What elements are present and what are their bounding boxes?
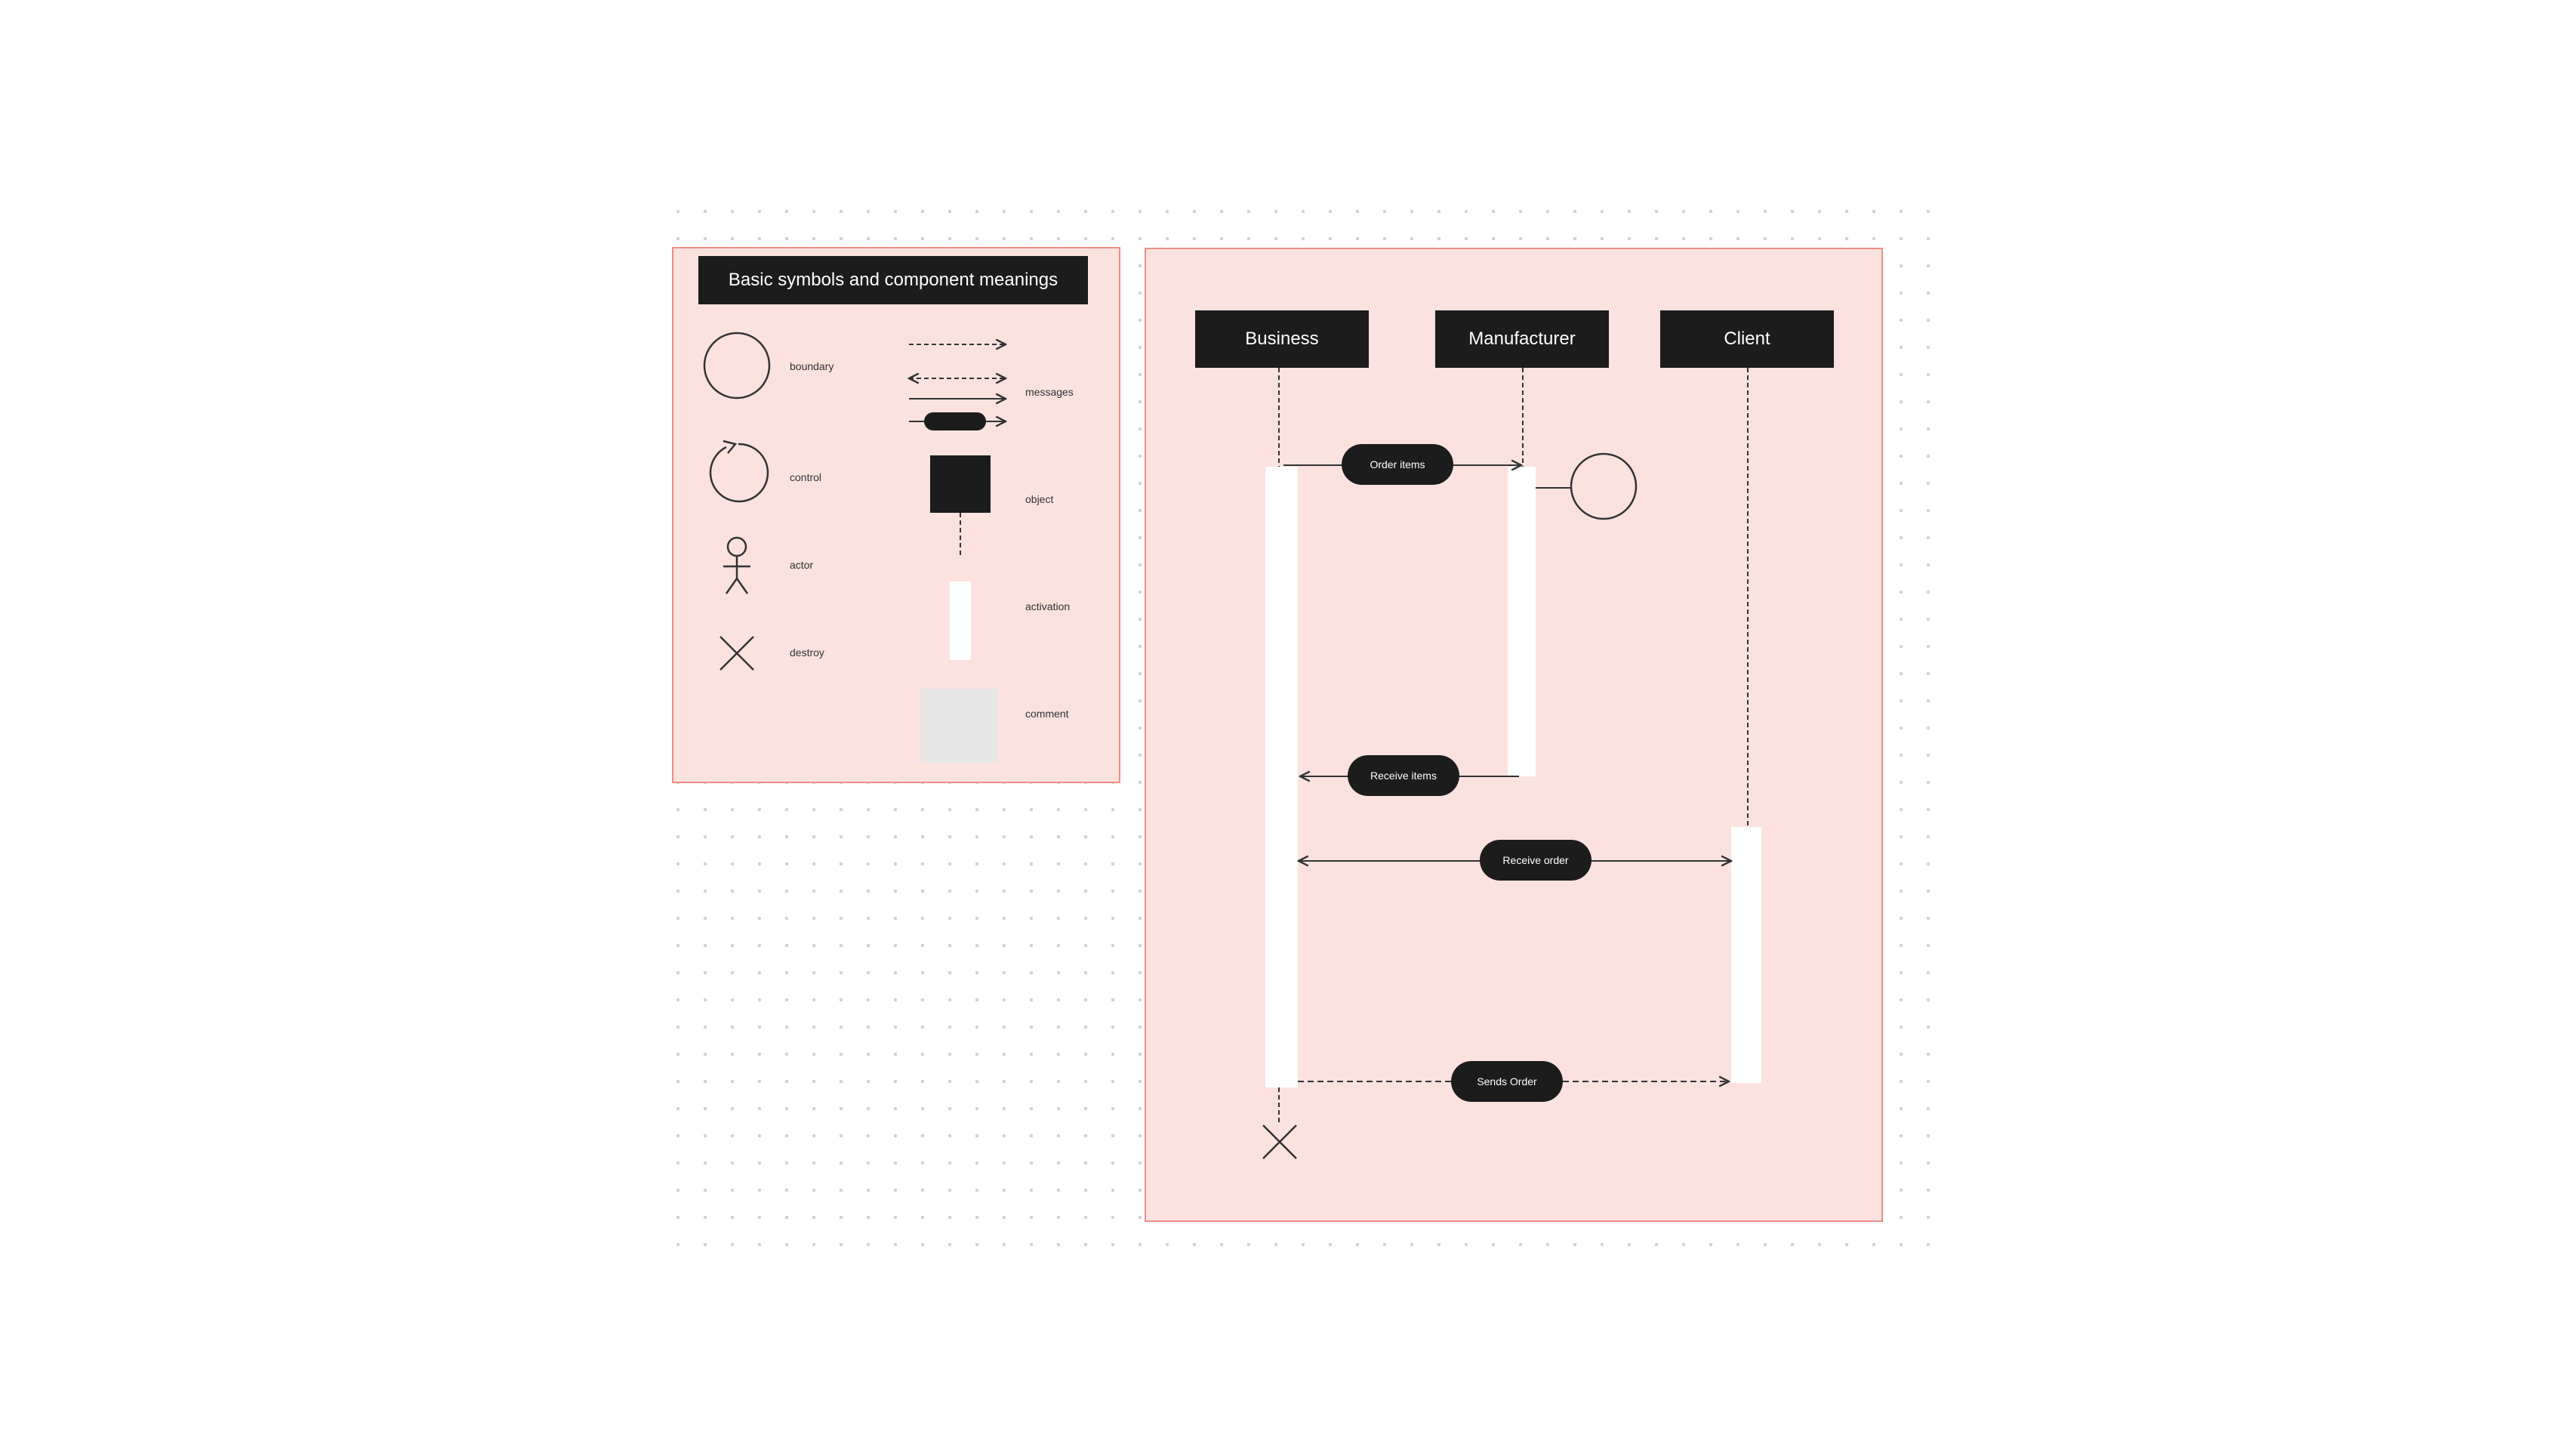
message-sends-order[interactable]: Sends Order xyxy=(1451,1061,1563,1102)
legend-destroy-icon xyxy=(719,636,754,671)
destroy-icon xyxy=(1262,1125,1297,1159)
legend-boundary-icon xyxy=(703,332,771,400)
lifeline-head-manufacturer[interactable]: Manufacturer xyxy=(1435,310,1609,368)
legend-label-comment: comment xyxy=(1025,708,1069,720)
message-order-items[interactable]: Order items xyxy=(1342,444,1453,485)
legend-label-actor: actor xyxy=(790,559,814,571)
legend-title: Basic symbols and component meanings xyxy=(698,256,1088,304)
legend-panel[interactable] xyxy=(672,247,1120,783)
activation-manufacturer xyxy=(1508,467,1536,776)
lifeline-head-client[interactable]: Client xyxy=(1660,310,1834,368)
legend-label-boundary: boundary xyxy=(790,360,834,372)
lifeline-head-business[interactable]: Business xyxy=(1195,310,1369,368)
legend-activation-icon xyxy=(950,582,971,660)
activation-business xyxy=(1265,467,1298,1088)
activation-client xyxy=(1731,827,1761,1083)
legend-label-activation: activation xyxy=(1025,600,1071,612)
legend-label-messages: messages xyxy=(1025,386,1074,398)
legend-comment-icon xyxy=(921,689,998,763)
message-receive-order[interactable]: Receive order xyxy=(1480,840,1592,881)
legend-label-object: object xyxy=(1025,493,1054,505)
legend-object-icon xyxy=(930,455,991,557)
legend-messages-icon xyxy=(909,344,1006,430)
boundary-icon xyxy=(1570,452,1638,520)
message-receive-items[interactable]: Receive items xyxy=(1348,755,1459,796)
legend-actor-icon xyxy=(723,536,750,594)
legend-control-icon xyxy=(709,440,769,503)
legend-label-control: control xyxy=(790,471,822,483)
legend-label-destroy: destroy xyxy=(790,646,824,659)
